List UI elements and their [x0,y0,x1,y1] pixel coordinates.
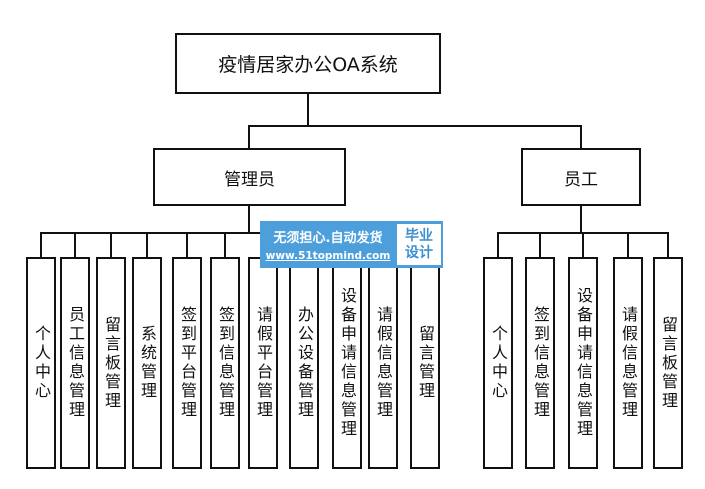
module-label: 办公设备管理 [295,306,314,420]
module-label: 请假信息管理 [619,306,638,420]
connector [40,232,425,234]
admin-module-box: 留言板管理 [96,257,126,469]
watermark-banner: 无须担心.自动发货 www.51topmind.com 毕业 设计 [260,221,443,268]
module-label: 留言管理 [416,325,435,401]
connector [627,232,629,258]
watermark-slogan: 无须担心.自动发货 [273,231,383,246]
employee-module-box: 设备申请信息管理 [568,257,598,469]
module-label: 签到信息管理 [216,306,235,420]
employee-module-box: 请假信息管理 [613,257,643,469]
connector [580,206,582,234]
module-label: 个人中心 [489,325,508,401]
module-label: 请假信息管理 [374,306,393,420]
module-label: 系统管理 [138,325,157,401]
module-label: 个人中心 [32,325,51,401]
admin-module-box: 留言管理 [410,257,440,469]
module-label: 签到信息管理 [531,306,550,420]
connector [667,232,669,258]
connector [307,94,309,126]
connector [497,232,499,258]
employee-label: 员工 [564,169,598,190]
module-label: 签到平台管理 [178,306,197,420]
connector [186,232,188,258]
employee-module-box: 签到信息管理 [525,257,555,469]
admin-module-box: 签到信息管理 [210,257,240,469]
admin-module-box: 设备申请信息管理 [332,257,362,469]
admin-module-box: 系统管理 [132,257,162,469]
connector [582,232,584,258]
connector [40,232,42,258]
badge-line-1: 毕业 [405,227,433,244]
module-label: 设备申请信息管理 [574,287,593,439]
connector [224,232,226,258]
admin-module-box: 签到平台管理 [172,257,202,469]
connector [580,125,582,149]
employee-node: 员工 [521,148,641,206]
admin-node: 管理员 [153,148,346,206]
admin-module-box: 办公设备管理 [289,257,319,469]
admin-module-box: 请假平台管理 [248,257,278,469]
module-label: 留言板管理 [102,315,121,411]
employee-module-box: 留言板管理 [653,257,683,469]
module-label: 请假平台管理 [254,306,273,420]
root-label: 疫情居家办公OA系统 [218,54,398,76]
connector [248,125,250,149]
admin-module-box: 请假信息管理 [368,257,398,469]
connector [248,125,582,127]
connector [539,232,541,258]
admin-label: 管理员 [224,169,275,190]
module-label: 员工信息管理 [66,306,85,420]
watermark-url[interactable]: www.51topmind.com [265,250,391,262]
connector [248,206,250,234]
connector [74,232,76,258]
connector [146,232,148,258]
module-label: 设备申请信息管理 [338,287,357,439]
connector [110,232,112,258]
employee-module-box: 个人中心 [483,257,513,469]
admin-module-box: 员工信息管理 [60,257,90,469]
watermark-badge: 毕业 设计 [397,224,441,265]
module-label: 留言板管理 [659,315,678,411]
admin-module-box: 个人中心 [26,257,56,469]
root-node: 疫情居家办公OA系统 [175,33,441,94]
badge-line-2: 设计 [405,244,433,261]
